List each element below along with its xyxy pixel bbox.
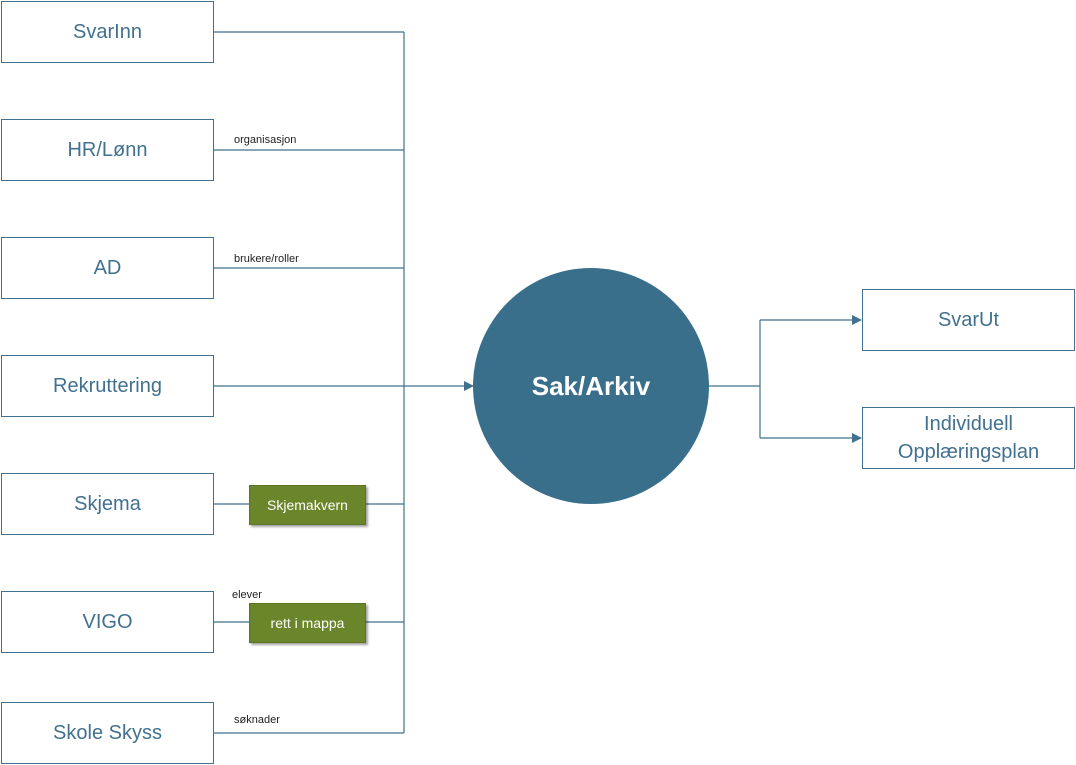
intermediate-box-rett-i-mappa[interactable]: rett i mappa <box>249 603 366 643</box>
edge-label-organisasjon: organisasjon <box>234 134 297 146</box>
source-label-hr-lonn: HR/Lønn <box>67 139 148 161</box>
source-box-rekruttering[interactable]: Rekruttering <box>1 355 214 417</box>
source-box-svarinn[interactable]: SvarInn <box>1 1 214 63</box>
intermediate-box-skjemakvern[interactable]: Skjemakvern <box>249 485 366 525</box>
source-label-svarinn: SvarInn <box>73 21 142 43</box>
center-node[interactable]: Sak/Arkiv <box>473 268 709 504</box>
source-box-hr-lonn[interactable]: HR/Lønn <box>1 119 214 181</box>
source-label-skjema: Skjema <box>74 493 141 515</box>
source-box-ad[interactable]: AD <box>1 237 214 299</box>
source-box-vigo[interactable]: VIGO <box>1 591 214 653</box>
edge-label-elever: elever <box>232 589 262 601</box>
target-label-opplaeringsplan: Opplæringsplan <box>897 441 1040 463</box>
target-box-svarut[interactable]: SvarUt <box>862 289 1075 351</box>
target-box-opplaeringsplan[interactable]: Individuell Opplæringsplan <box>862 407 1075 469</box>
source-box-skjema[interactable]: Skjema <box>1 473 214 535</box>
target-label-svarut: SvarUt <box>937 309 1000 331</box>
source-label-skole-skyss: Skole Skyss <box>53 722 162 744</box>
center-label-sak-arkiv: Sak/Arkiv <box>531 370 651 401</box>
sak-arkiv-circle <box>473 268 709 504</box>
edge-label-soknader: søknader <box>234 714 280 726</box>
target-label-individuell: Individuell <box>924 413 1013 435</box>
intermediate-label-rett-i-mappa: rett i mappa <box>270 615 345 631</box>
source-box-skole-skyss[interactable]: Skole Skyss <box>1 702 214 764</box>
intermediate-label-skjemakvern: Skjemakvern <box>267 497 348 513</box>
edge-label-brukere-roller: brukere/roller <box>234 253 299 265</box>
source-label-rekruttering: Rekruttering <box>53 375 162 397</box>
source-label-ad: AD <box>93 257 122 279</box>
source-label-vigo: VIGO <box>82 611 133 633</box>
